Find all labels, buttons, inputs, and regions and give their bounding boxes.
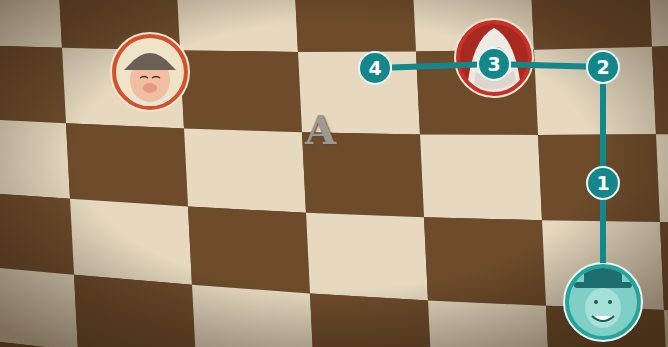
callout-number: 3 [487,55,500,74]
callout-circle: 4 [358,51,392,85]
character-token [111,33,189,132]
callout-number: 4 [368,59,381,78]
character-token [564,262,642,341]
character-token [455,19,533,100]
callout-number: 1 [596,174,609,193]
path-line [392,65,477,68]
path-line [600,200,606,263]
callout-circle: 2 [586,50,620,84]
callout-circle: 1 [586,166,620,200]
board-letter: A [305,106,336,153]
path-line [511,64,586,66]
path-line [600,84,606,166]
callout-number: 2 [596,58,609,77]
callout-circle: 3 [477,47,511,81]
